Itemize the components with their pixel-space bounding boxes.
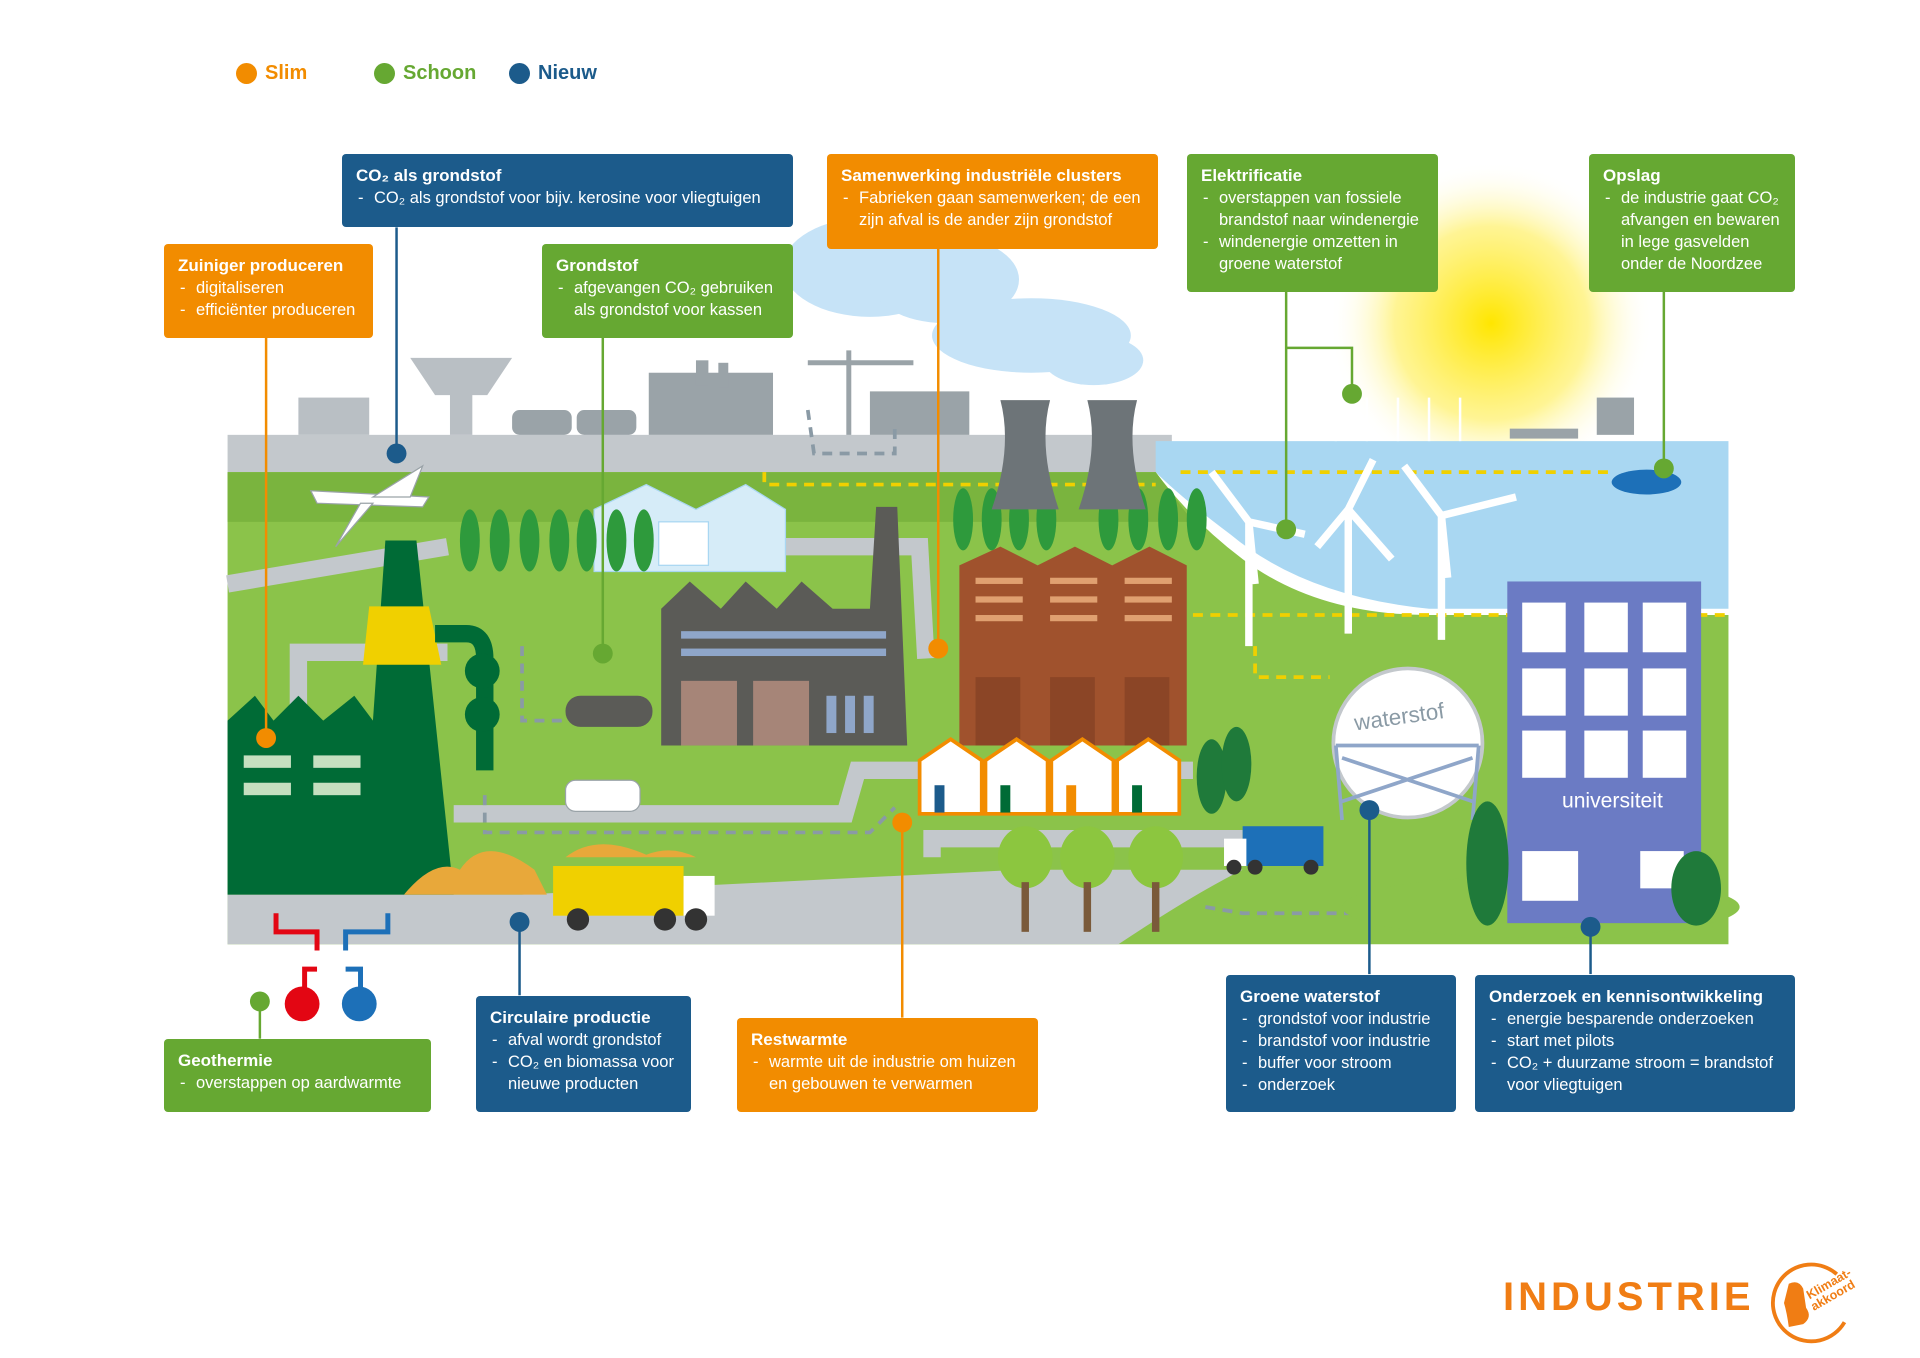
box-item: windenergie omzetten in groene waterstof [1201, 231, 1424, 275]
box-item: de industrie gaat CO₂ afvangen en beware… [1603, 187, 1781, 275]
legend-label: Nieuw [538, 62, 597, 84]
box-item: efficiënter produceren [178, 299, 359, 321]
wind-turbines [1208, 458, 1517, 647]
box-title: Zuiniger produceren [178, 256, 344, 275]
vehicles [553, 779, 1324, 931]
main-road [227, 869, 1243, 945]
box-title: Onderzoek en kennisontwikkeling [1489, 987, 1763, 1006]
box-title: Grondstof [556, 256, 639, 275]
grey-factory [565, 506, 908, 746]
cooling-towers [991, 400, 1146, 510]
legend-slim: Slim [236, 62, 307, 85]
orange-dot-icon [236, 63, 257, 84]
box-opslag: Opslag de industrie gaat CO₂ afvangen en… [1589, 154, 1795, 292]
box-title: Restwarmte [751, 1030, 848, 1049]
box-title: Samenwerking industriële clusters [841, 166, 1122, 185]
university: universiteit [1342, 581, 1740, 939]
offshore-turbines [1334, 397, 1462, 442]
box-grondstof: Grondstof afgevangen CO₂ gebruiken als g… [542, 244, 793, 338]
legend-label: Slim [265, 62, 308, 84]
box-geothermie: Geothermie overstappen op aardwarmte [164, 1039, 431, 1112]
box-samenwerking: Samenwerking industriële clusters Fabrie… [827, 154, 1158, 249]
box-title: Opslag [1603, 166, 1661, 185]
box-co2-als-grondstof: CO₂ als grondstof CO₂ als grondstof voor… [342, 154, 793, 227]
cold-water-reservoir [341, 986, 377, 1022]
skyline [298, 350, 970, 435]
box-item: overstappen van fossiele brandstof naar … [1201, 187, 1424, 231]
box-item: digitaliseren [178, 277, 359, 299]
trees [997, 726, 1722, 932]
box-item: brandstof voor industrie [1240, 1030, 1442, 1052]
hydrogen-tank: waterstof [1331, 666, 1485, 821]
connector-dots [249, 383, 1674, 1012]
box-title: Elektrificatie [1201, 166, 1303, 185]
geothermal-pipes [273, 913, 391, 988]
houses [917, 737, 1182, 816]
box-item: grondstof voor industrie [1240, 1008, 1442, 1030]
legend-nieuw: Nieuw [509, 62, 597, 85]
box-item: overstappen op aardwarmte [178, 1072, 417, 1094]
box-item: afgevangen CO₂ gebruiken als grondstof v… [556, 277, 779, 321]
box-item: CO₂ en biomassa voor nieuwe producten [490, 1051, 677, 1095]
box-zuiniger-produceren: Zuiniger produceren digitaliserenefficië… [164, 244, 373, 338]
box-title: Circulaire productie [490, 1008, 651, 1027]
box-item: warmte uit de industrie om huizen en geb… [751, 1051, 1024, 1095]
green-dot-icon [374, 63, 395, 84]
airplane [309, 464, 430, 548]
legend-schoon: Schoon [374, 62, 476, 85]
page-title: INDUSTRIE [1503, 1275, 1755, 1319]
box-item: Fabrieken gaan samenwerken; de een zijn … [841, 187, 1144, 231]
hot-water-reservoir [284, 986, 320, 1022]
ship-and-rig [1509, 397, 1635, 439]
box-title: Geothermie [178, 1051, 273, 1070]
box-item: energie besparende onderzoeken [1489, 1008, 1781, 1030]
connector-lines [258, 227, 1666, 1039]
legend-label: Schoon [403, 62, 477, 84]
box-groene-waterstof: Groene waterstof grondstof voor industri… [1226, 975, 1456, 1112]
biomass-piles [404, 844, 696, 895]
green-factory [227, 540, 500, 895]
box-onderzoek: Onderzoek en kennisontwikkeling energie … [1475, 975, 1795, 1112]
box-item: CO₂ + duurzame stroom = brandstof voor v… [1489, 1052, 1781, 1096]
box-title: Groene waterstof [1240, 987, 1380, 1006]
box-item: onderzoek [1240, 1074, 1442, 1096]
box-item: CO₂ als grondstof voor bijv. kerosine vo… [356, 187, 779, 209]
brown-factory [959, 546, 1187, 746]
box-item: afval wordt grondstof [490, 1029, 677, 1051]
universiteit-label: universiteit [1562, 790, 1663, 813]
box-item: buffer voor stroom [1240, 1052, 1442, 1074]
box-title: CO₂ als grondstof [356, 166, 502, 185]
box-circulaire-productie: Circulaire productie afval wordt grondst… [476, 996, 691, 1112]
box-elektrificatie: Elektrificatie overstappen van fossiele … [1187, 154, 1438, 292]
klimaatakkoord-logo: Klimaat- akkoord [1770, 1262, 1856, 1344]
blue-dot-icon [509, 63, 530, 84]
box-restwarmte: Restwarmte warmte uit de industrie om hu… [737, 1018, 1038, 1112]
box-item: start met pilots [1489, 1030, 1781, 1052]
